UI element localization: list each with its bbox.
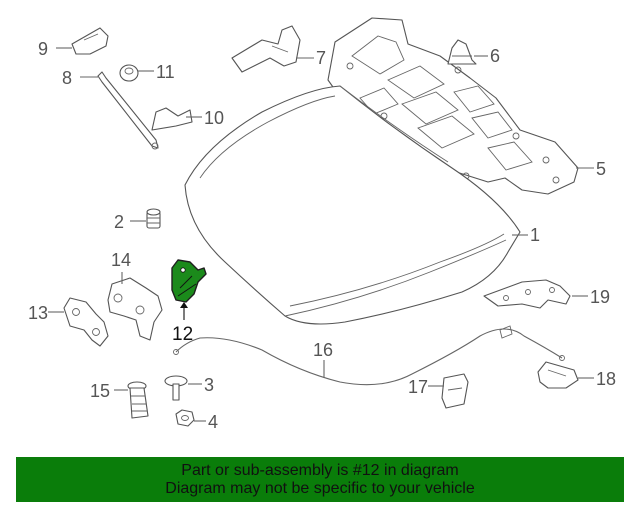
info-banner: Part or sub-assembly is #12 in diagram D… xyxy=(16,457,624,502)
banner-line-1: Part or sub-assembly is #12 in diagram xyxy=(181,462,459,479)
part-15-bumper[interactable] xyxy=(127,381,149,419)
callout-14: 14 xyxy=(111,250,131,270)
part-18-striker[interactable] xyxy=(537,361,579,389)
parts-diagram: 5 1 6 7 9 8 11 xyxy=(28,17,616,432)
part-6-clip[interactable] xyxy=(447,39,477,65)
part-19-hinge[interactable] xyxy=(483,279,571,309)
callout-5: 5 xyxy=(596,159,606,179)
callout-15: 15 xyxy=(90,381,110,401)
callout-11: 11 xyxy=(156,62,175,82)
callout-8: 8 xyxy=(62,68,72,88)
part-10-bracket[interactable] xyxy=(151,107,193,131)
part-3-bolt[interactable] xyxy=(164,375,188,401)
callout-13: 13 xyxy=(28,303,48,323)
callout-12: 12 xyxy=(172,324,193,345)
callout-18: 18 xyxy=(596,369,616,389)
callout-4: 4 xyxy=(208,412,218,432)
part-12-highlighted[interactable] xyxy=(171,259,207,303)
callout-1: 1 xyxy=(530,225,540,245)
part-17-clip[interactable] xyxy=(441,373,469,409)
callout-7: 7 xyxy=(316,48,326,68)
part-4-nut[interactable] xyxy=(175,409,195,427)
part-16-cable[interactable] xyxy=(173,325,565,386)
callout-19: 19 xyxy=(590,287,610,307)
callout-6: 6 xyxy=(490,46,500,66)
part-8-prop-rod[interactable] xyxy=(97,71,159,150)
part-7-bracket[interactable] xyxy=(231,25,301,73)
part-9-latch[interactable] xyxy=(71,27,109,55)
banner-line-2: Diagram may not be specific to your vehi… xyxy=(165,480,475,497)
callout-16: 16 xyxy=(313,340,333,360)
part-2-bumper[interactable] xyxy=(146,208,161,229)
part-1-hood[interactable] xyxy=(184,85,521,325)
callout-9: 9 xyxy=(38,39,48,59)
callout-3: 3 xyxy=(204,375,214,395)
callout-2: 2 xyxy=(114,212,124,232)
part-11-bumper[interactable] xyxy=(119,64,139,82)
callout-10: 10 xyxy=(204,108,224,128)
part-14-latch[interactable] xyxy=(107,277,163,341)
callout-17: 17 xyxy=(408,377,428,397)
part-13-latch[interactable] xyxy=(63,297,109,347)
